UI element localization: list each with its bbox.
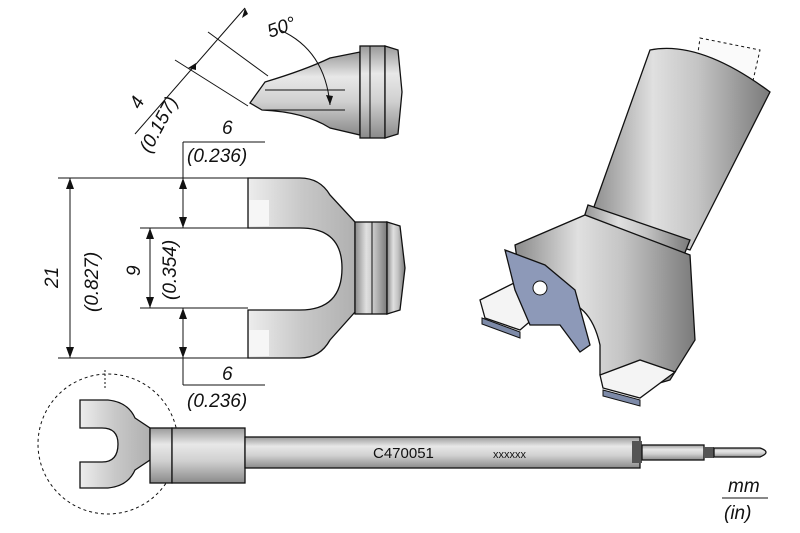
dim-bottom-arm-in: (0.236) xyxy=(187,391,247,412)
full-tip-view xyxy=(37,370,767,515)
serial-placeholder: xxxxxx xyxy=(493,449,527,461)
dim-top-arm-mm: 6 xyxy=(222,118,233,139)
units-legend: mm (in) xyxy=(722,476,768,524)
unit-mm: mm xyxy=(728,476,760,497)
dim-slot-width-in: (0.354) xyxy=(160,240,181,300)
dim-slot-width-mm: 9 xyxy=(124,265,145,276)
dim-bottom-arm-mm: 6 xyxy=(222,364,233,385)
side-view-tip xyxy=(134,7,403,139)
front-view-fork xyxy=(247,177,406,359)
dim-chisel-width-mm: 4 xyxy=(126,93,150,112)
unit-in: (in) xyxy=(724,503,751,524)
iso-render xyxy=(479,37,771,407)
dim-top-arm-in: (0.236) xyxy=(187,146,247,167)
dim-overall-height-in: (0.827) xyxy=(82,252,103,312)
dim-overall-height-mm: 21 xyxy=(42,267,63,289)
part-number: C470051 xyxy=(373,445,434,462)
dimension-lines xyxy=(58,141,265,386)
